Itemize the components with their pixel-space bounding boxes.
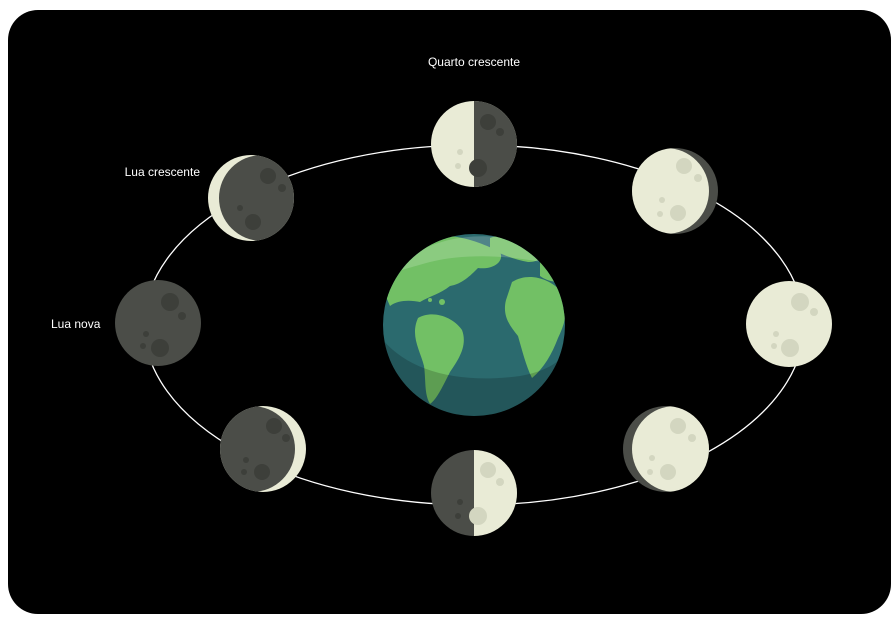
moon-full xyxy=(746,281,832,367)
label-first-quarter: Quarto crescente xyxy=(428,55,520,69)
moon-first-quarter xyxy=(431,100,518,188)
moon-waning-gibbous xyxy=(623,406,718,492)
label-waxing-crescent: Lua crescente xyxy=(125,165,201,179)
earth xyxy=(383,234,566,420)
moon-new xyxy=(115,280,201,366)
moon-waxing-gibbous xyxy=(623,148,718,234)
moon-waning-crescent xyxy=(209,406,306,492)
label-new-moon: Lua nova xyxy=(51,317,101,331)
moon-last-quarter xyxy=(431,449,518,537)
moon-waxing-crescent xyxy=(208,155,305,241)
